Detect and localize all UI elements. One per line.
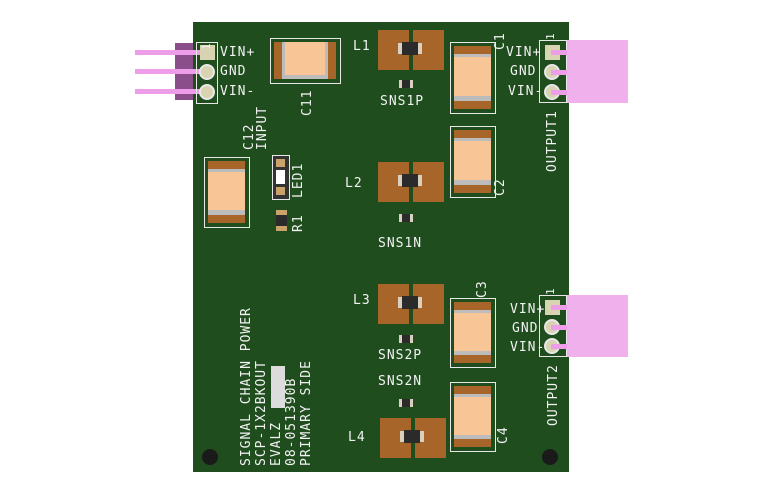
board-text-line: PRIMARY SIDE [299, 360, 314, 466]
input-label-vinp: VIN+ [220, 45, 256, 60]
l1-label: L1 [353, 39, 371, 54]
l2-label: L2 [345, 176, 363, 191]
output1-pin [551, 50, 567, 55]
input-header-outline [196, 42, 218, 104]
c2-label: C2 [493, 178, 508, 196]
output2-connector-housing [567, 295, 628, 357]
l4-label: L4 [348, 430, 366, 445]
l3-label: L3 [353, 293, 371, 308]
sns1p-resistor [399, 80, 413, 88]
sns2n-resistor [399, 399, 413, 407]
c12-capacitor [204, 157, 250, 228]
sns2p-label: SNS2P [378, 348, 423, 363]
output2-label-vinn: VIN- [510, 340, 546, 355]
l1-inductor [378, 30, 444, 70]
mounting-hole [202, 449, 218, 465]
serial-number-box [271, 366, 285, 408]
output1-label-gnd: GND [510, 64, 537, 79]
input-pin1-label: 1 [200, 42, 213, 50]
c4-label: C4 [496, 426, 511, 444]
sns2p-resistor [399, 335, 413, 343]
input-pad-2 [199, 64, 215, 80]
output1-label-vinp: VIN+ [506, 45, 542, 60]
r1-label: R1 [291, 214, 306, 232]
input-label-vinn: VIN- [220, 84, 256, 99]
led1 [272, 155, 290, 200]
input-pin [135, 50, 203, 55]
output2-label-gnd: GND [512, 321, 539, 336]
output2-pin [551, 344, 567, 349]
led1-label: LED1 [291, 162, 306, 198]
board-text-line: SIGNAL CHAIN POWER [239, 307, 254, 466]
l3-inductor [378, 284, 444, 324]
mounting-hole [542, 449, 558, 465]
sns1p-label: SNS1P [380, 94, 425, 109]
c3-label: C3 [475, 280, 490, 298]
board-text-line: SCP-1X2BKOUT [254, 360, 269, 466]
c1-capacitor [450, 42, 496, 114]
output1-pin [551, 70, 567, 75]
input-label-gnd: GND [220, 64, 247, 79]
board-text-line: 08-051390B [284, 377, 299, 466]
output1-label-vinn: VIN- [508, 84, 544, 99]
output1-label: OUTPUT1 [545, 110, 560, 172]
l4-inductor [380, 418, 446, 458]
output1-pin [551, 90, 567, 95]
l2-inductor [378, 162, 444, 202]
output2-pin [551, 305, 567, 310]
output2-label: OUTPUT2 [546, 364, 561, 426]
c3-capacitor [450, 298, 496, 368]
pcb-board [193, 22, 569, 472]
input-pad-1 [200, 45, 215, 60]
output2-pin1-label: 1 [544, 287, 557, 295]
output1-pin1-label: 1 [544, 32, 557, 40]
c11-label: C11 [300, 89, 315, 116]
board-text-line: EVALZ [269, 421, 284, 466]
sns1n-resistor [399, 214, 413, 222]
r1-resistor [276, 210, 287, 231]
output2-label-vinp: VIN+ [510, 302, 546, 317]
sns1n-label: SNS1N [378, 236, 423, 251]
sns2n-label: SNS2N [378, 374, 423, 389]
input-label: INPUT [255, 105, 270, 150]
c4-capacitor [450, 382, 496, 452]
output2-pin [551, 325, 567, 330]
input-pad-3 [199, 84, 215, 100]
c11-capacitor [270, 38, 341, 84]
output1-connector-housing [567, 40, 628, 103]
input-pin [135, 69, 203, 74]
c2-capacitor [450, 126, 496, 198]
input-pin [135, 89, 203, 94]
